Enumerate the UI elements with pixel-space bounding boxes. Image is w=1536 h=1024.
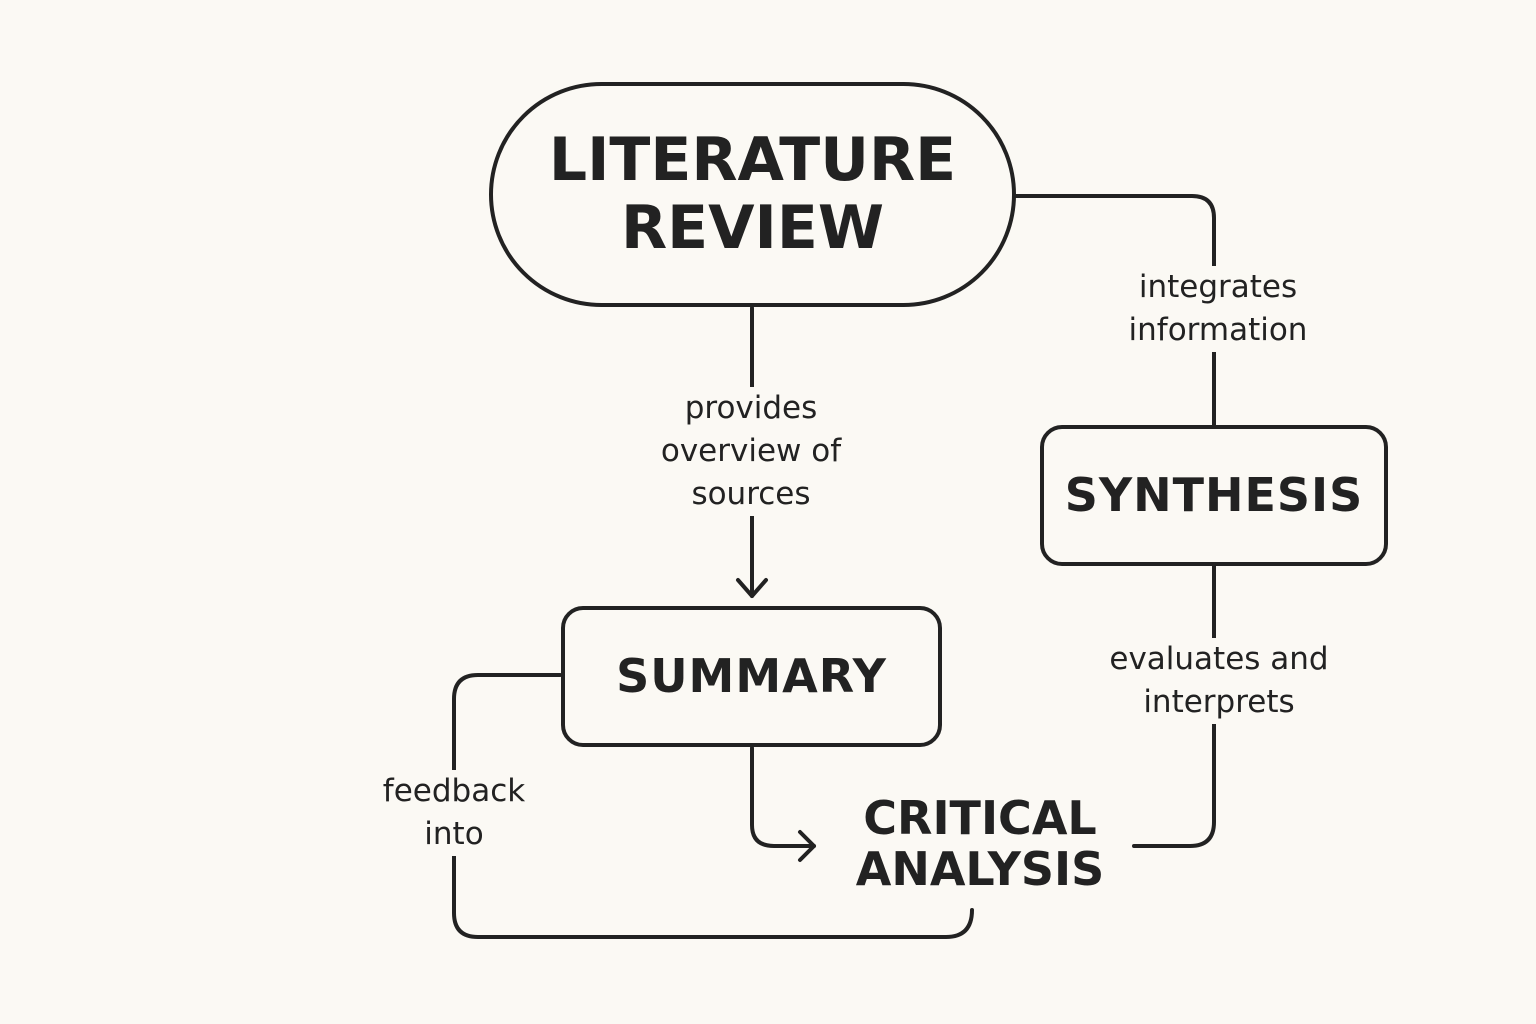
edge-label-integrates-information: integrates information — [1108, 266, 1328, 352]
synthesis-node: SYNTHESIS — [1040, 425, 1388, 566]
edge-label-line: sources — [691, 476, 811, 512]
edge-review-to-synthesis — [1014, 194, 1216, 427]
edge-summary-to-critical — [750, 746, 816, 848]
arrowhead-critical — [798, 830, 816, 862]
edge-label-line: provides — [684, 390, 818, 426]
edge-label-evaluates-interprets: evaluates and interprets — [1088, 638, 1350, 724]
edge-label-line: overview of — [660, 433, 842, 469]
edge-label-line: into — [424, 816, 484, 852]
edge-label-line: feedback — [382, 773, 526, 809]
literature-review-node: LITERATURE REVIEW — [489, 82, 1016, 307]
edge-label-line: information — [1128, 312, 1308, 348]
edge-label-feedback-into: feedback into — [362, 770, 546, 856]
edge-feedback-loop — [452, 673, 974, 939]
literature-review-line2: REVIEW — [620, 192, 885, 263]
edge-label-line: integrates — [1138, 269, 1298, 305]
critical-analysis-node: CRITICAL ANALYSIS — [830, 788, 1130, 900]
edge-label-line: evaluates and — [1109, 641, 1329, 677]
edge-label-provides-overview: provides overview of sources — [640, 387, 862, 516]
critical-analysis-line1: CRITICAL — [863, 791, 1097, 846]
synthesis-label: SYNTHESIS — [1064, 467, 1364, 522]
edge-label-line: interprets — [1143, 684, 1295, 720]
summary-label: SUMMARY — [616, 648, 887, 703]
summary-node: SUMMARY — [561, 606, 942, 747]
literature-review-line1: LITERATURE — [548, 125, 957, 196]
arrowhead-summary — [736, 578, 768, 598]
edge-synthesis-to-critical — [1132, 564, 1216, 848]
critical-analysis-line2: ANALYSIS — [855, 842, 1105, 896]
